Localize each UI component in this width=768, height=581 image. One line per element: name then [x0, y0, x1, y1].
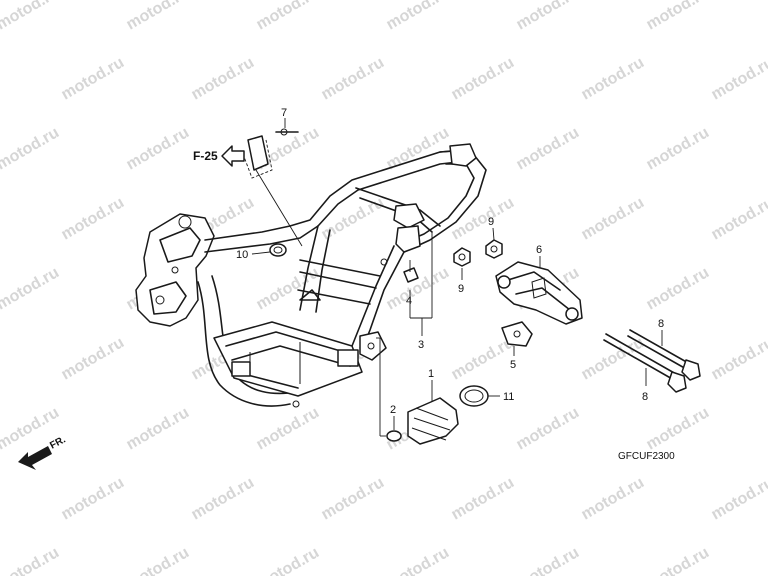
watermark-text: motod.ru [384, 544, 453, 576]
watermark-text: motod.ru [124, 404, 193, 453]
callout-3: 3 [418, 339, 424, 351]
watermark-text: motod.ru [59, 334, 128, 383]
watermark-text: motod.ru [59, 474, 128, 523]
watermark-text: motod.ru [124, 124, 193, 173]
callout-4: 4 [406, 295, 412, 307]
watermark-text: motod.ru [124, 0, 193, 33]
watermark-text: motod.ru [644, 0, 713, 33]
callout-7: 7 [281, 107, 287, 119]
front-arrow-icon [18, 446, 52, 470]
watermark-text: motod.ru [514, 0, 583, 33]
watermark-text: motod.ru [59, 194, 128, 243]
watermark-text: motod.ru [254, 264, 323, 313]
callout-10: 10 [236, 249, 248, 261]
watermark-text: motod.ru [0, 544, 62, 576]
watermark-text: motod.ru [59, 54, 128, 103]
reference-label: F-25 [193, 149, 218, 163]
watermark-text: motod.ru [644, 264, 713, 313]
watermark-text: motod.ru [124, 544, 193, 576]
watermark-text: motod.ru [449, 474, 518, 523]
watermark-text: motod.ru [449, 54, 518, 103]
diagram-code: GFCUF2300 [618, 451, 675, 462]
callout-8-lower: 8 [642, 391, 648, 403]
watermark-text: motod.ru [189, 474, 258, 523]
watermark-text: motod.ru [384, 0, 453, 33]
callout-8-upper: 8 [658, 318, 664, 330]
callout-9-lower: 9 [458, 283, 464, 295]
watermark-text: motod.ru [189, 54, 258, 103]
callout-5: 5 [510, 359, 516, 371]
watermark-text: motod.ru [709, 54, 768, 103]
watermark-text: motod.ru [709, 474, 768, 523]
callout-9-upper: 9 [488, 216, 494, 228]
watermark-text: motod.ru [579, 54, 648, 103]
watermark-text: motod.ru [0, 124, 62, 173]
part-2-collar [387, 416, 401, 441]
watermark-text: motod.ru [644, 124, 713, 173]
watermark-text: motod.ru [514, 404, 583, 453]
watermark-text: motod.ru [254, 0, 323, 33]
callout-2: 2 [390, 404, 396, 416]
watermark-text: motod.ru [0, 0, 62, 33]
watermark-text: motod.ru [0, 264, 62, 313]
watermark-text: motod.ru [319, 474, 388, 523]
watermark-text: motod.ru [514, 544, 583, 576]
watermark-text: motod.ru [254, 544, 323, 576]
arrow-left-icon [222, 146, 244, 166]
callout-11: 11 [503, 391, 514, 403]
watermark-text: motod.ru [579, 194, 648, 243]
watermark-text: motod.ru [254, 404, 323, 453]
callout-1: 1 [428, 368, 434, 380]
front-marker-label: FR. [48, 434, 68, 451]
reference-arrow: F-25 [193, 146, 244, 166]
callout-6: 6 [536, 244, 542, 256]
part-1-boot [408, 380, 458, 444]
watermark-text: motod.ru [644, 544, 713, 576]
watermark-text: motod.ru [514, 124, 583, 173]
watermark-text: motod.ru [579, 474, 648, 523]
watermark-text: motod.ru [644, 404, 713, 453]
watermark-text: motod.ru [709, 194, 768, 243]
watermark-text: motod.ru [319, 54, 388, 103]
part-11-clamp [460, 386, 500, 406]
watermark-text: motod.ru [709, 334, 768, 383]
